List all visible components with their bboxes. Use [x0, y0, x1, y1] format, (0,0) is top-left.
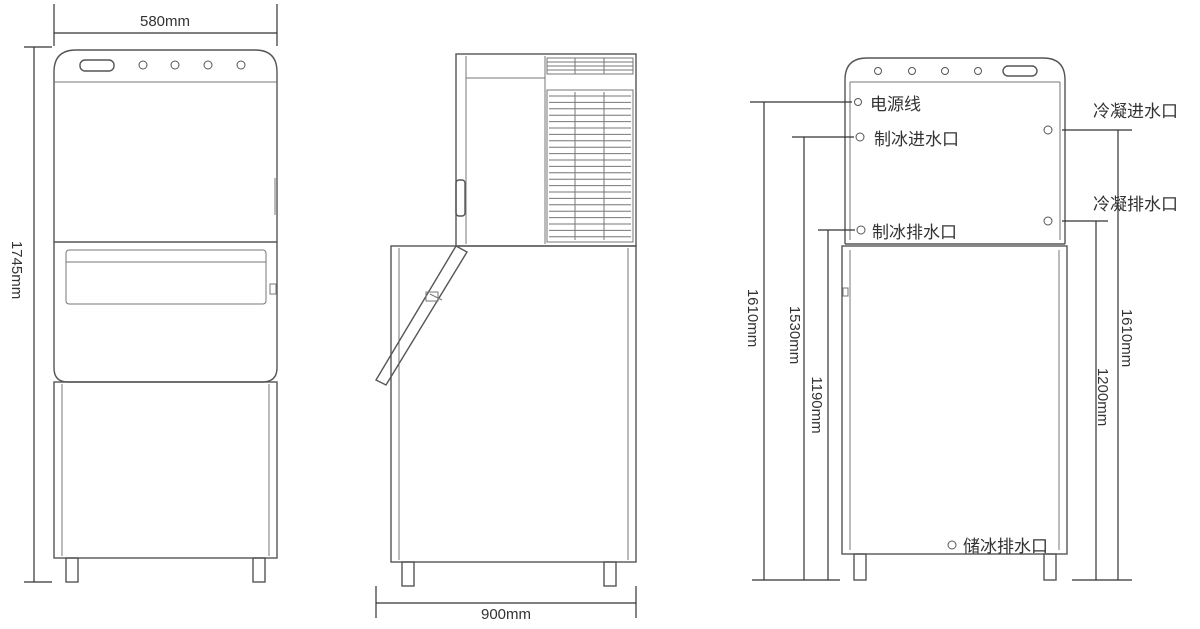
- back-top-hole-3: [941, 67, 949, 75]
- back-left-middle-label: 1530mm: [786, 306, 803, 364]
- back-port-ice-drain: [856, 225, 866, 235]
- back-port-condenser-inlet: [1043, 125, 1053, 135]
- side-louvers: [549, 92, 631, 240]
- front-foot-left: [65, 557, 79, 583]
- label-ice-inlet: 制冰进水口: [874, 130, 959, 149]
- side-handle: [455, 179, 466, 217]
- back-top-hole-2: [908, 67, 916, 75]
- back-cabinet: [841, 245, 1068, 555]
- back-foot-right: [1043, 553, 1057, 581]
- back-top-panel: [844, 57, 1066, 244]
- front-view: 580mm 1745mm: [8, 4, 278, 583]
- back-top-hole-4: [974, 67, 982, 75]
- back-left-outer-label: 1610mm: [744, 289, 761, 347]
- back-port-storage-drain: [947, 540, 957, 550]
- side-depth-label: 900mm: [481, 606, 531, 623]
- front-display-slot: [79, 59, 115, 72]
- back-view: 1610mm 1530mm 1190mm 1610mm 1200mm 电源线 制…: [744, 57, 1178, 581]
- front-height-label: 1745mm: [8, 241, 25, 299]
- front-cabinet: [53, 381, 278, 559]
- back-port-condenser-drain: [1043, 216, 1053, 226]
- back-right-inner-label: 1200mm: [1094, 368, 1111, 426]
- side-top-vents: [546, 57, 634, 75]
- side-open-door: [375, 245, 468, 386]
- back-foot-left: [853, 553, 867, 581]
- front-button-3: [203, 60, 213, 70]
- front-bin-door: [53, 241, 278, 383]
- side-foot-front: [401, 561, 415, 587]
- front-button-4: [236, 60, 246, 70]
- front-foot-right: [252, 557, 266, 583]
- label-storage-drain: 储冰排水口: [963, 537, 1048, 556]
- back-port-power: [854, 98, 862, 106]
- back-left-inner-label: 1190mm: [808, 376, 825, 433]
- front-width-label: 580mm: [140, 13, 190, 30]
- back-right-outer-label: 1610mm: [1118, 309, 1135, 367]
- side-foot-back: [603, 561, 617, 587]
- side-louver-grille: [546, 89, 634, 243]
- front-button-2: [170, 60, 180, 70]
- label-ice-drain: 制冰排水口: [872, 223, 957, 242]
- back-port-ice-inlet: [855, 132, 865, 142]
- side-view: 900mm: [375, 53, 637, 623]
- back-top-slot: [1002, 65, 1038, 77]
- label-power-cord: 电源线: [870, 95, 921, 114]
- label-condenser-drain: 冷凝排水口: [1093, 195, 1178, 214]
- back-top-hole-1: [874, 67, 882, 75]
- front-button-1: [138, 60, 148, 70]
- side-cabinet: [390, 245, 637, 563]
- front-head-panel: [53, 49, 278, 242]
- label-condenser-inlet: 冷凝进水口: [1093, 102, 1178, 121]
- front-door-latch: [269, 283, 277, 295]
